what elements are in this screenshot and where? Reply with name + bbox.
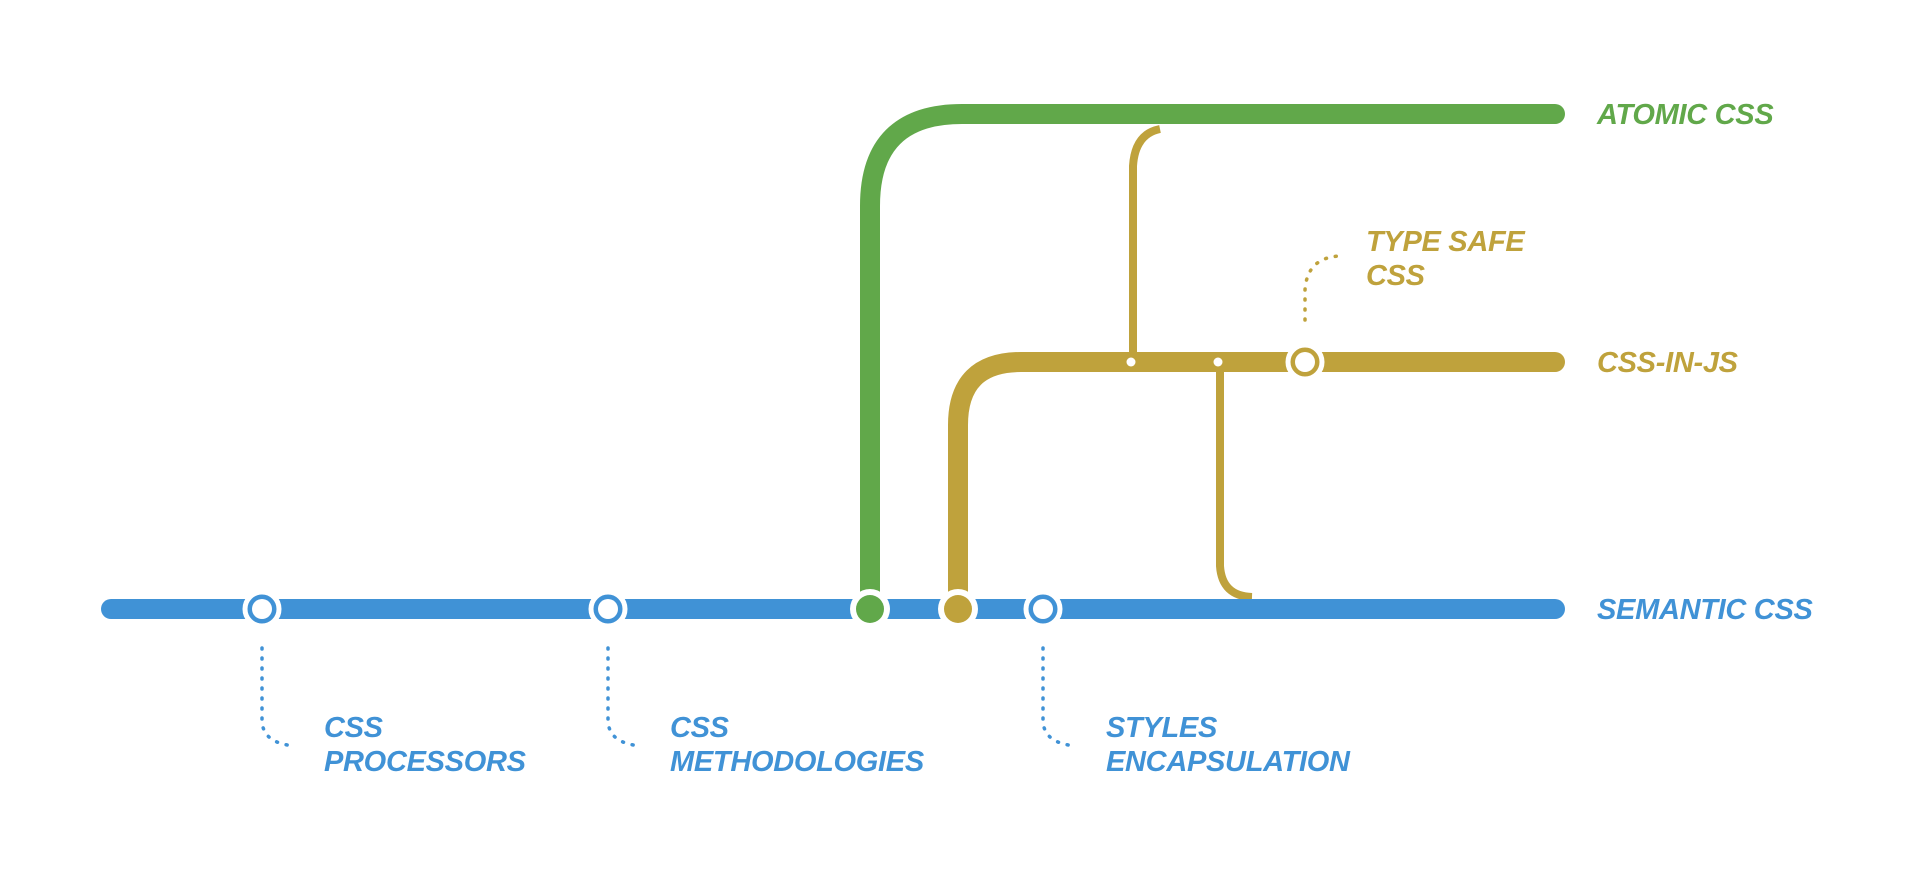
station-styles-encapsulation[interactable] — [1023, 589, 1063, 629]
station-css-processors[interactable] — [242, 589, 282, 629]
css-methodologies-label: CSS METHODOLOGIES — [670, 712, 925, 778]
station-css-in-js-interchange[interactable] — [938, 589, 978, 629]
type-safe-css-label-line2: CSS — [1366, 260, 1426, 292]
connector-css-processors — [260, 646, 298, 748]
css-processors-label-line2: PROCESSORS — [324, 746, 527, 778]
type-safe-css-label-line1: TYPE SAFE — [1366, 226, 1526, 258]
css-methodologies-label-line1: CSS — [670, 712, 730, 744]
connector-styles-encapsulation — [1041, 646, 1079, 748]
css-in-js-label: CSS-IN-JS — [1597, 347, 1739, 379]
connector-type-safe-css — [1303, 254, 1341, 322]
semantic-css-label: SEMANTIC CSS — [1597, 594, 1813, 626]
styles-encapsulation-label-line1: STYLES — [1106, 712, 1218, 744]
styles-encapsulation-label: STYLES ENCAPSULATION — [1106, 712, 1351, 778]
gold-branch-cssinjs-to-semantic — [1216, 362, 1253, 601]
styles-encapsulation-label-line2: ENCAPSULATION — [1106, 746, 1351, 778]
station-type-safe-css[interactable] — [1285, 342, 1325, 382]
station-atomic-interchange[interactable] — [850, 589, 890, 629]
junction-dot-1 — [1126, 357, 1136, 367]
type-safe-css-label: TYPE SAFE CSS — [1366, 226, 1527, 292]
css-in-js-line — [948, 352, 1565, 619]
junction-dot-2 — [1213, 357, 1223, 367]
atomic-css-line — [860, 104, 1565, 619]
css-processors-label: CSS PROCESSORS — [324, 712, 527, 778]
connector-css-methodologies — [606, 646, 644, 748]
css-processors-label-line1: CSS — [324, 712, 384, 744]
station-css-methodologies[interactable] — [588, 589, 628, 629]
atomic-css-label: ATOMIC CSS — [1596, 99, 1774, 131]
gold-branch-atomic-to-cssinjs — [1129, 125, 1162, 362]
css-methodologies-label-line2: METHODOLOGIES — [670, 746, 925, 778]
